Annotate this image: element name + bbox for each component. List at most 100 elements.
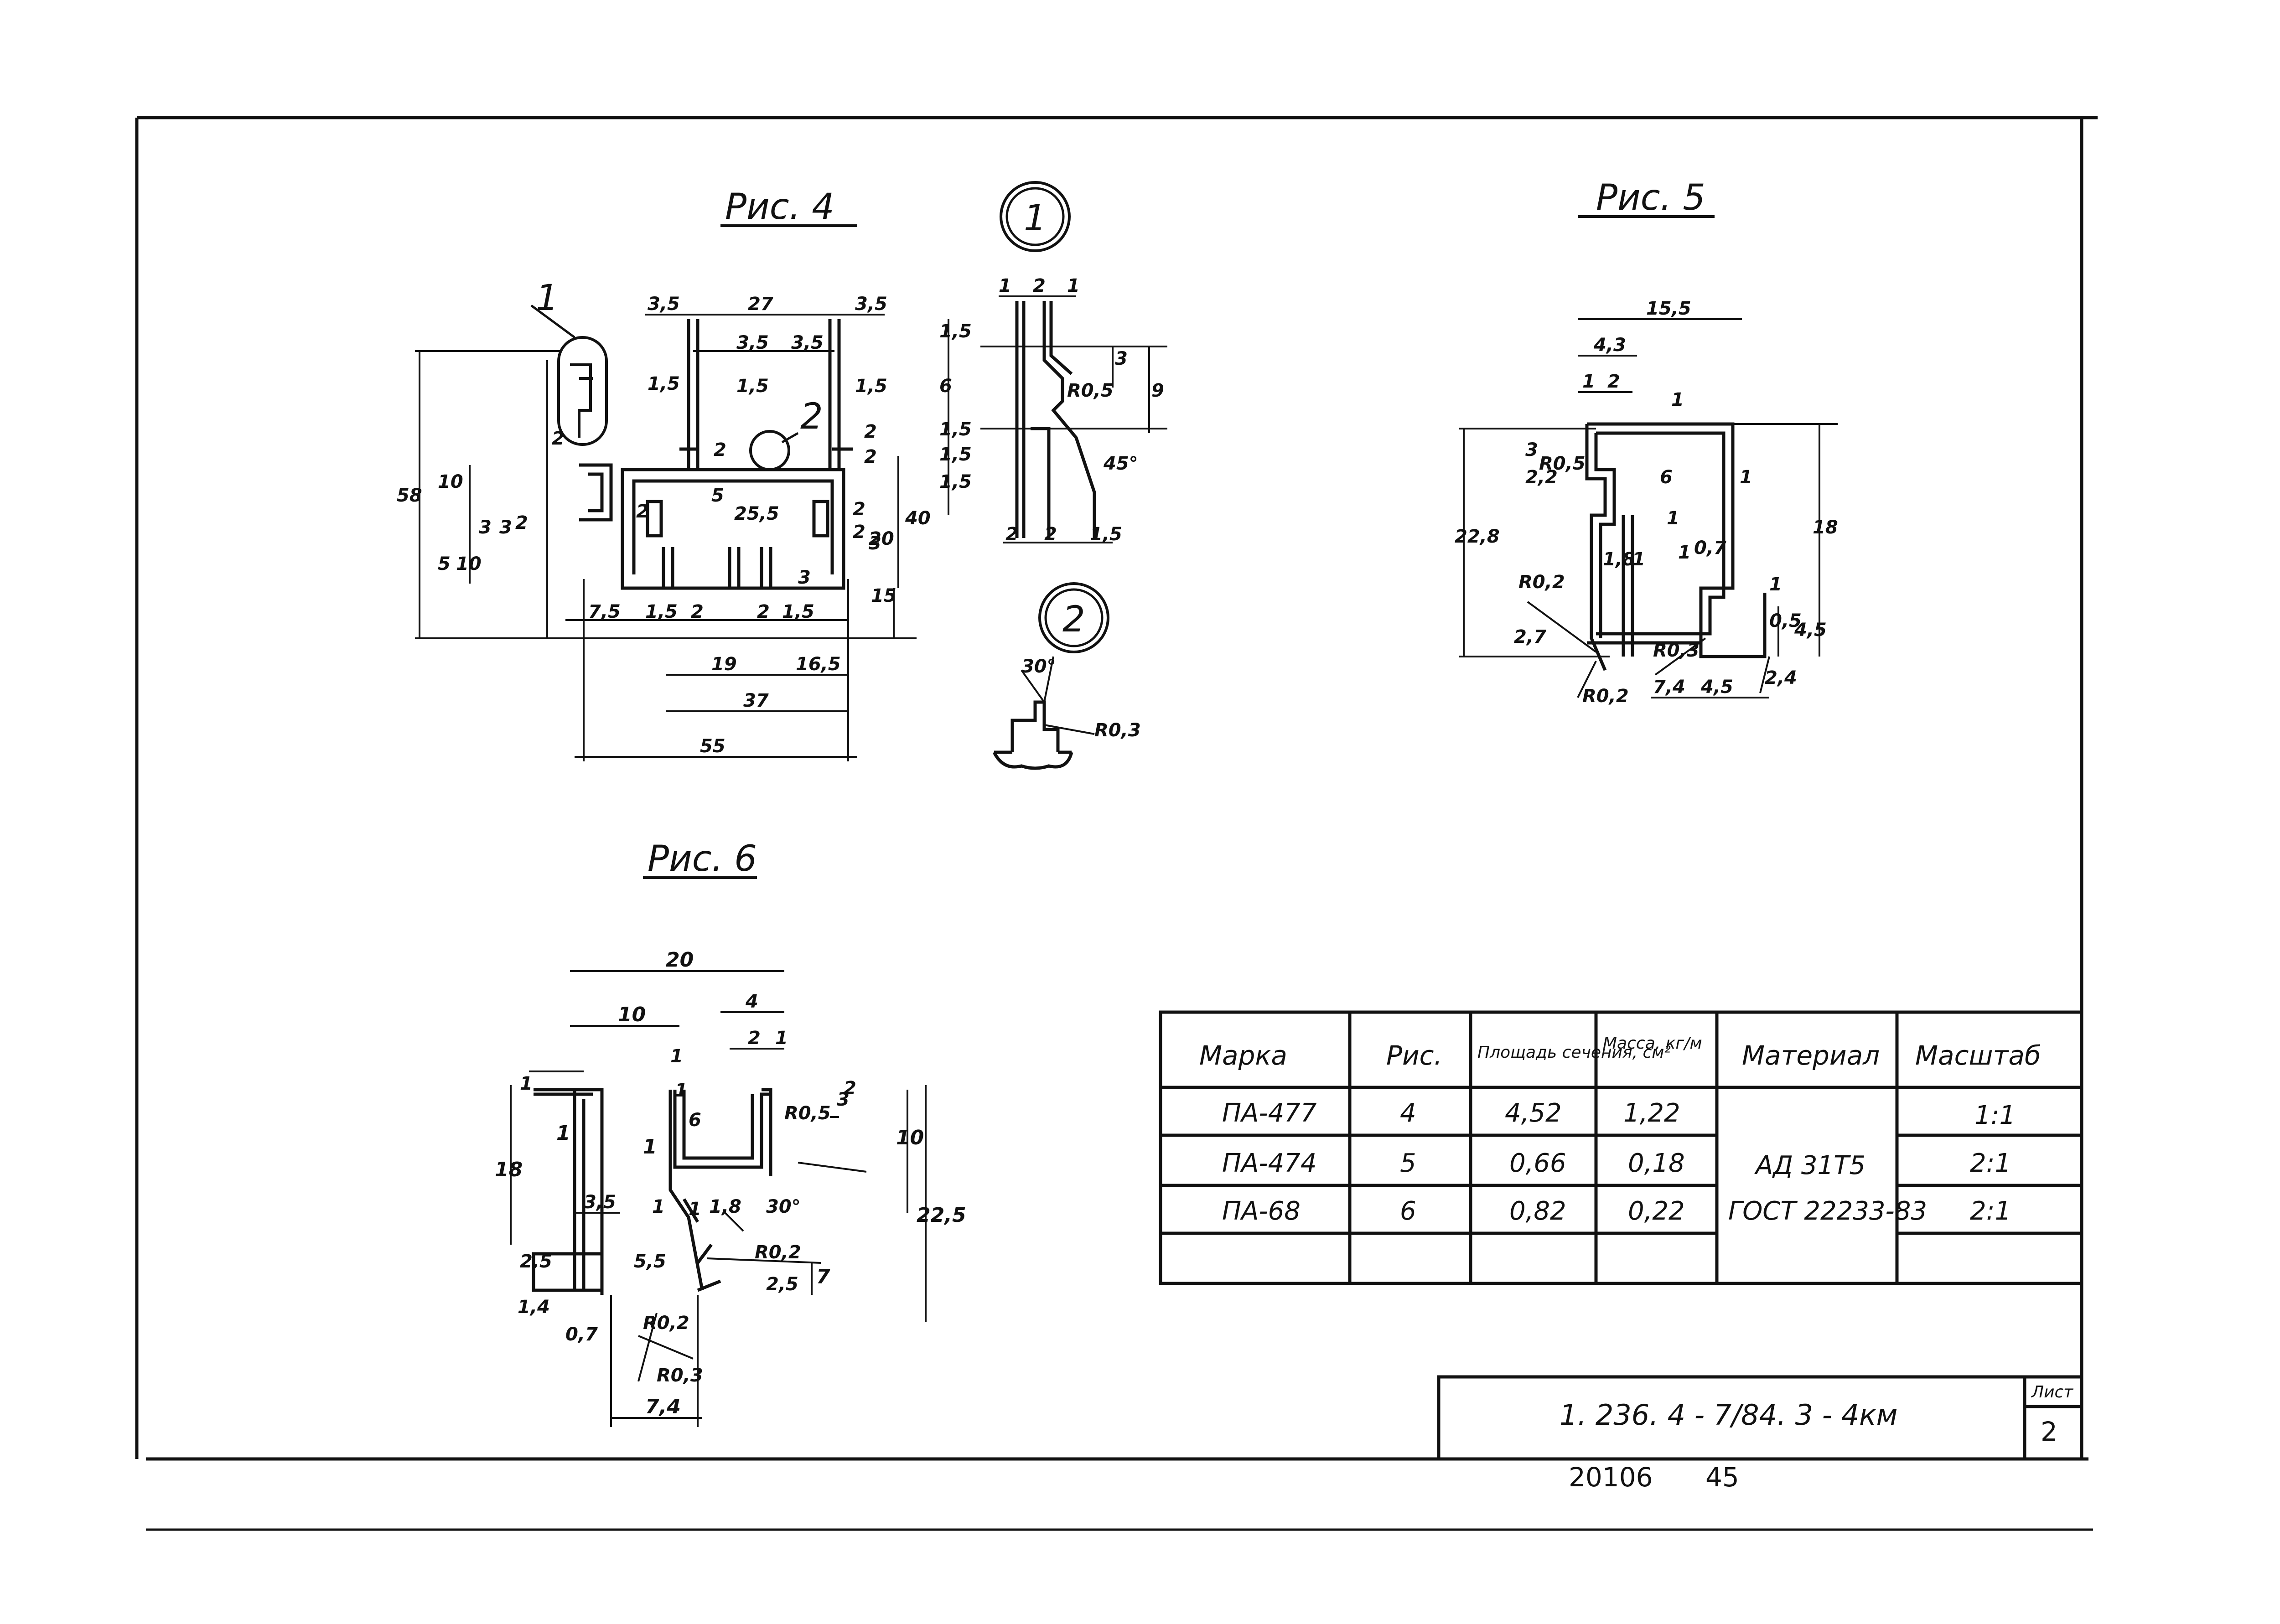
dimension-label: 2,2	[1525, 467, 1558, 488]
row-1-mass: 1,22	[1623, 1098, 1680, 1128]
page-number: 45	[1705, 1462, 1739, 1493]
dimension-label: 30°	[766, 1196, 801, 1217]
dimension-label: 1	[1667, 508, 1679, 529]
dimension-label: 7,4	[1653, 677, 1685, 698]
dimension-label: 2	[552, 428, 565, 449]
dimension-label: 1	[775, 1028, 788, 1049]
detail-1-dimensions: 1 2 1 1,5 6 1,5 1,5 1,5 3 9 R0,5 45° 2 2…	[939, 275, 1164, 545]
dimension-label: 2,5	[520, 1251, 552, 1272]
dimension-label: 7,4	[645, 1395, 681, 1418]
dimension-label: 37	[743, 690, 769, 711]
dimension-label: R0,2	[643, 1313, 689, 1334]
detail-1-label: 1	[1024, 198, 1047, 239]
sheet-label: Лист	[2031, 1383, 2073, 1402]
specification-table: Марка Рис. Площадь сечения, см² Масса, к…	[1159, 1010, 2083, 1285]
dimension-label: 3	[499, 517, 512, 538]
dimension-label: 1,5	[736, 376, 769, 397]
dimension-label: 2	[844, 1078, 856, 1099]
inventory-number: 20106	[1569, 1462, 1653, 1493]
dimension-label: 15,5	[1646, 298, 1691, 319]
dimension-label: 1,5	[855, 376, 887, 397]
sheet-number: 2	[2041, 1416, 2057, 1447]
figure-4-title: Рис. 4	[725, 186, 834, 228]
dimension-label: 27	[748, 294, 773, 315]
dimension-label: 1	[652, 1196, 665, 1217]
dimension-label: 2,7	[1514, 626, 1546, 647]
row-3-mass: 0,22	[1628, 1196, 1685, 1226]
dimension-label: 1,8	[709, 1196, 741, 1217]
header-mark: Марка	[1199, 1040, 1287, 1071]
dimension-label: 3	[837, 1089, 850, 1110]
callout-2-label: 2	[800, 396, 823, 437]
header-area: Площадь сечения, см²	[1477, 1043, 1671, 1062]
detail-2-label: 2	[1062, 599, 1085, 640]
figure-6-title: Рис. 6	[648, 838, 757, 879]
dimension-label: 4	[745, 991, 758, 1012]
dimension-label: 6	[939, 376, 952, 397]
dimension-label: 1	[689, 1199, 701, 1220]
dimension-label: 6	[689, 1110, 701, 1131]
dimension-label: 3	[869, 533, 881, 554]
figure-4-dimensions: 3,5 27 3,5 3,5 3,5 1,5 1,5 1,5 2 2 2 2 3…	[397, 294, 931, 757]
row-3-mark: ПА-68	[1222, 1196, 1301, 1226]
dimension-label: R0,3	[1653, 640, 1700, 661]
dimension-label: 18	[495, 1158, 523, 1181]
figure-4-dimension-lines	[415, 314, 917, 761]
dimension-label: 18	[1813, 517, 1838, 538]
dimension-label: 3	[479, 517, 492, 538]
dimension-label: R0,5	[784, 1103, 831, 1124]
dimension-label: 1,5	[939, 419, 972, 440]
dimension-label: 5,5	[634, 1251, 666, 1272]
dimension-label: 1	[1671, 389, 1684, 410]
dimension-label: 1	[643, 1135, 657, 1159]
dimension-label: 1	[1740, 467, 1752, 488]
row-2-scale: 2:1	[1970, 1148, 2011, 1178]
dimension-label: 0,7	[1694, 538, 1726, 559]
figure-5-dimensions: 15,5 4,3 1 2 1 3 2,2 R0,5 6 1 1 22,8 18 …	[1455, 298, 1838, 707]
dimension-label: R0,2	[755, 1242, 801, 1263]
row-1-figure: 4	[1400, 1098, 1416, 1128]
dimension-label: 2	[714, 440, 726, 460]
dimension-label: 2	[691, 601, 704, 622]
dimension-label: 1	[1632, 549, 1645, 570]
header-mass: Масса, кг/м	[1603, 1034, 1702, 1053]
dimension-label: 5	[438, 553, 451, 574]
dimension-label: 1,5	[645, 601, 678, 622]
row-2-area: 0,66	[1509, 1148, 1566, 1178]
dimension-label: 4,3	[1593, 335, 1626, 356]
document-code: 1. 236. 4 - 7/84. 3 - 4км	[1560, 1398, 1897, 1432]
row-3-area: 0,82	[1509, 1196, 1566, 1226]
dimension-label: 3	[1115, 348, 1128, 369]
dimension-label: 1,4	[518, 1297, 550, 1318]
dimension-label: 2	[1044, 524, 1057, 545]
dimension-label: 2	[864, 446, 877, 467]
dimension-label: 2	[853, 499, 865, 520]
seal-element	[557, 336, 608, 446]
dimension-label: 40	[905, 508, 931, 529]
figure-4: Рис. 4 1 2	[397, 186, 931, 761]
dimension-label: R0,2	[1518, 572, 1565, 593]
dimension-label: 2,5	[766, 1274, 798, 1295]
figure-6: Рис. 6	[495, 838, 966, 1427]
dimension-label: 1,5	[939, 321, 972, 342]
header-material: Материал	[1742, 1040, 1880, 1071]
dimension-label: 6	[1660, 467, 1673, 488]
dimension-label: 2	[864, 421, 877, 442]
dimension-label: 10	[438, 471, 463, 492]
dimension-label: R0,5	[1067, 380, 1114, 401]
row-2-figure: 5	[1400, 1148, 1416, 1178]
dimension-label: 10	[456, 553, 482, 574]
profile-pa-474	[1585, 422, 1767, 671]
dimension-label: 2	[1005, 524, 1018, 545]
dimension-label: 2,4	[1765, 667, 1797, 688]
dimension-label: 22,5	[917, 1204, 966, 1227]
dimension-label: 1,5	[1090, 524, 1122, 545]
dimension-label: 3,5	[855, 294, 887, 315]
figure-6-dimensions: 20 10 4 2 1 1 1 1 R0,5 3 2 10 6 1 1 18 2…	[495, 948, 966, 1418]
dimension-label: 3,5	[791, 332, 824, 353]
title-block: 1. 236. 4 - 7/84. 3 - 4км Лист 2	[1437, 1375, 2083, 1461]
row-2-mass: 0,18	[1628, 1148, 1685, 1178]
dimension-label: 1,5	[782, 601, 814, 622]
figure-5: Рис. 5 15,5	[1455, 177, 1838, 707]
dimension-label: R0,2	[1582, 686, 1629, 707]
